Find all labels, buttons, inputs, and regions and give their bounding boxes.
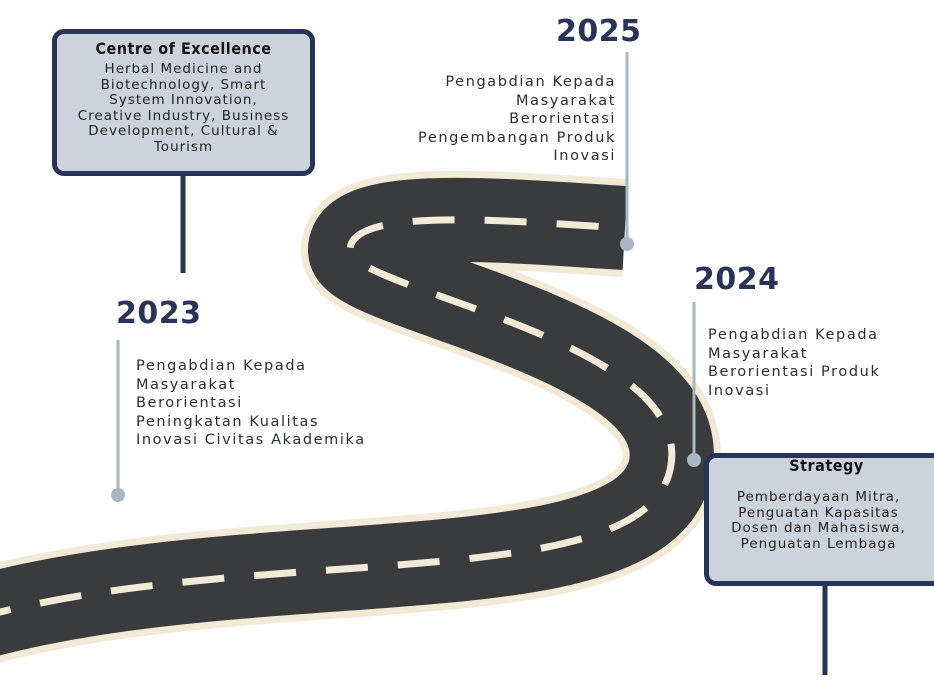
year-2025: 2025 bbox=[556, 14, 642, 49]
milestone-2023-text: Pengabdian Kepada Masyarakat Berorientas… bbox=[136, 358, 366, 448]
road-center-dashes bbox=[0, 216, 676, 616]
strategy-title: Strategy bbox=[789, 456, 864, 475]
pin-2023 bbox=[111, 340, 125, 502]
milestone-2024-text: Pengabdian Kepada Masyarakat Berorientas… bbox=[708, 327, 881, 399]
pin-2025 bbox=[620, 52, 634, 251]
centre-of-excellence-text: Herbal Medicine and Biotechnology, Smart… bbox=[77, 61, 290, 155]
road bbox=[0, 170, 721, 663]
pin-2024 bbox=[687, 302, 701, 467]
centre-of-excellence-title: Centre of Excellence bbox=[95, 39, 272, 58]
strategy-box: Strategy Pemberdayaan Mitra, Penguatan K… bbox=[704, 453, 934, 586]
strategy-text: Pemberdayaan Mitra, Penguatan Kapasitas … bbox=[731, 489, 906, 552]
centre-of-excellence-box: Centre of Excellence Herbal Medicine and… bbox=[52, 29, 315, 176]
year-2023: 2023 bbox=[116, 296, 202, 331]
year-2024: 2024 bbox=[694, 262, 780, 297]
milestone-2025-text: Pengabdian Kepada Masyarakat Berorientas… bbox=[418, 74, 616, 164]
